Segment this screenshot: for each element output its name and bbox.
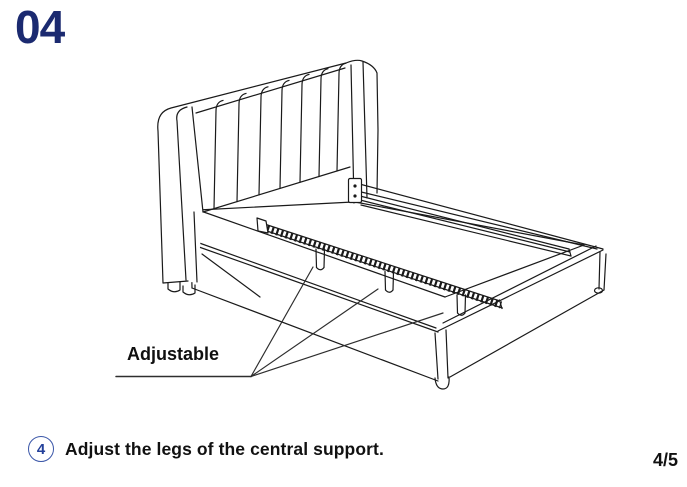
channel-line bbox=[214, 100, 223, 208]
side-support-rail bbox=[360, 200, 570, 252]
wing-front-edge bbox=[177, 107, 187, 280]
right-corner-edge-2 bbox=[604, 254, 606, 290]
headboard-outline bbox=[158, 60, 378, 283]
near-rail-outer-edge bbox=[191, 240, 436, 328]
step-badge: 4 bbox=[28, 436, 54, 462]
headboard-foot bbox=[183, 285, 195, 295]
instruction-text: Adjust the legs of the central support. bbox=[65, 438, 384, 459]
adjustable-callout-label: Adjustable bbox=[127, 344, 220, 364]
adjustable-leg bbox=[385, 272, 394, 293]
adjustable-leg bbox=[316, 249, 325, 270]
headboard-top-inner-line bbox=[196, 68, 345, 113]
side-support-rail bbox=[361, 205, 571, 256]
channel-line bbox=[337, 63, 346, 171]
wing-inner-edge bbox=[192, 107, 203, 212]
channel-line bbox=[237, 93, 246, 201]
central-support-rail bbox=[257, 218, 502, 309]
front-corner-edge-2 bbox=[446, 330, 448, 378]
central-rail-left-flange bbox=[257, 218, 268, 233]
mounting-bracket bbox=[349, 179, 362, 203]
headboard bbox=[158, 60, 378, 294]
post-front-edge bbox=[363, 62, 367, 198]
adjustable-leg bbox=[457, 295, 466, 315]
central-rail-top-edge bbox=[266, 225, 500, 302]
foot-rail-outer-edge bbox=[438, 250, 603, 331]
callout-line bbox=[251, 313, 443, 377]
far-rail-band bbox=[353, 190, 597, 249]
bed-frame bbox=[191, 182, 606, 389]
near-rail-bottom-edge bbox=[192, 288, 438, 381]
central-rail-hatching bbox=[267, 229, 501, 306]
foot-rail-bottom-edge bbox=[450, 290, 604, 377]
channel-line bbox=[300, 74, 309, 182]
callout-line bbox=[251, 267, 313, 377]
wing-leg-bottom bbox=[163, 281, 188, 283]
frame-foot bbox=[435, 377, 449, 389]
headboard-wing-fill bbox=[157, 103, 203, 283]
headboard-bottom-edge bbox=[203, 167, 350, 212]
step-number: 04 bbox=[15, 1, 65, 53]
near-rail-outer-edge-2 bbox=[192, 245, 438, 333]
central-rail-bottom-edge bbox=[268, 232, 502, 309]
channel-line bbox=[259, 87, 268, 195]
central-rail-right-cap bbox=[500, 300, 503, 309]
foot-rail-band bbox=[443, 246, 596, 323]
head-junction bbox=[198, 202, 353, 210]
channel-line bbox=[319, 69, 328, 177]
near-rail-inner-edge bbox=[198, 210, 445, 297]
wing-leg-inner-edge bbox=[194, 212, 197, 282]
far-rail-outer-edge bbox=[352, 182, 603, 249]
side-support-rail bbox=[360, 196, 569, 249]
bracket-screw bbox=[353, 184, 357, 188]
headboard-foot bbox=[168, 282, 180, 292]
page-indicator: 4/5 bbox=[652, 450, 678, 470]
channel-line bbox=[280, 80, 289, 188]
right-corner-edge bbox=[599, 252, 600, 289]
rail-end-seam bbox=[202, 254, 260, 297]
interior-supports bbox=[257, 179, 571, 316]
side-support-rail-endcap bbox=[569, 249, 571, 256]
foot-rail-inner-edge bbox=[445, 245, 584, 297]
instruction-row: 4 Adjust the legs of the central support… bbox=[28, 436, 384, 462]
callout bbox=[116, 267, 443, 377]
bracket-screw bbox=[353, 194, 357, 198]
front-corner-edge bbox=[435, 333, 438, 379]
callout-line bbox=[251, 289, 378, 377]
